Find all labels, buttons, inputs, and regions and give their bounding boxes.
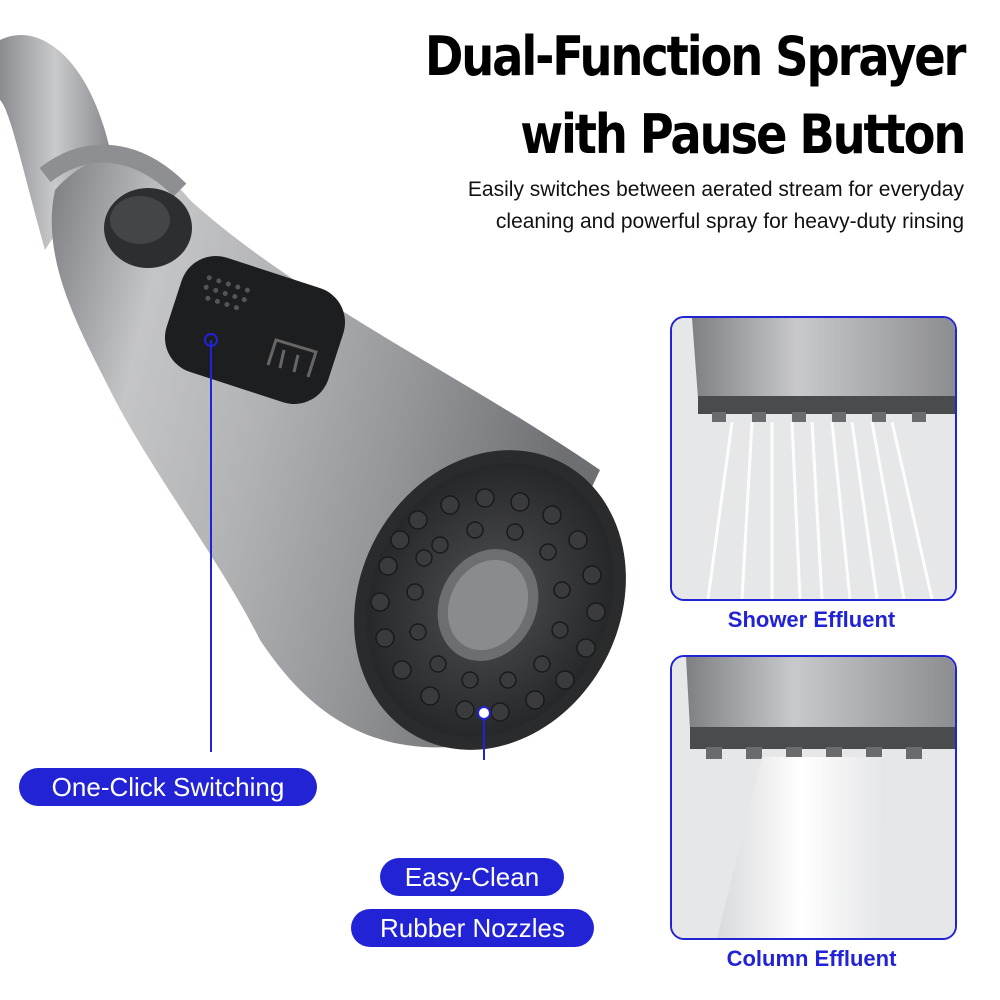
column-stream-illustration (672, 657, 955, 938)
description-line-2: cleaning and powerful spray for heavy-du… (495, 210, 964, 233)
shower-spray-illustration (672, 318, 955, 599)
shower-effluent-panel (670, 316, 957, 601)
description-line-1: Easily switches between aerated stream f… (467, 178, 964, 201)
headline-line-1: Dual-Function Sprayer (424, 25, 967, 88)
column-effluent-panel (670, 655, 957, 940)
shower-effluent-caption: Shower Effluent (727, 607, 896, 632)
rubber-nozzles-label: Rubber Nozzles (351, 909, 594, 947)
faucet-sprayer-illustration (0, 34, 626, 760)
column-effluent-caption: Column Effluent (726, 946, 897, 971)
switch-rocker-icon (164, 256, 346, 404)
easy-clean-label: Easy-Clean (380, 858, 564, 896)
headline-line-2: with Pause Button (519, 103, 966, 166)
one-click-switching-label: One-Click Switching (19, 768, 317, 806)
